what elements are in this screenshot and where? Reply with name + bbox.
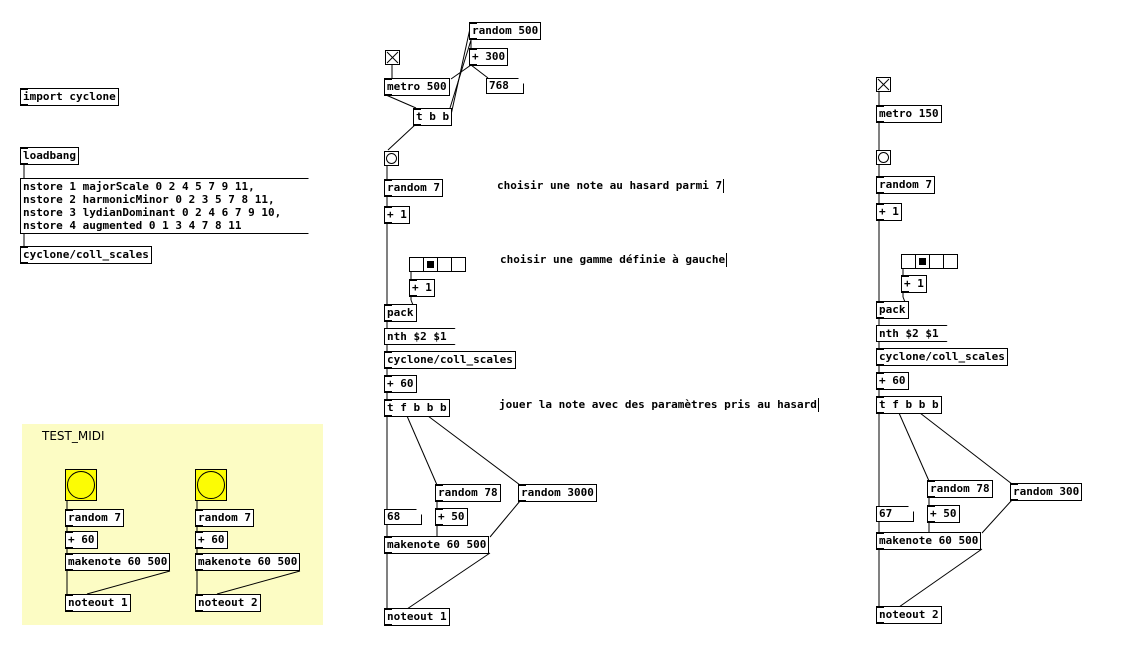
cord: [385, 94, 417, 109]
atom-68[interactable]: 68: [384, 509, 422, 525]
bang-circle-icon: [386, 153, 397, 164]
hradio-center[interactable]: [409, 257, 466, 272]
test-bang-1[interactable]: [65, 469, 97, 501]
trigger-bb-object[interactable]: t b b: [413, 108, 453, 126]
pack-object[interactable]: pack: [384, 304, 417, 322]
test-bang-2[interactable]: [195, 469, 227, 501]
cord: [427, 415, 521, 486]
coll-scales-right[interactable]: cyclone/coll_scales: [876, 348, 1008, 366]
test-noteout-1[interactable]: noteout 1: [65, 594, 131, 612]
cord: [981, 499, 1013, 534]
trigger-fbbb-right[interactable]: t f b b b: [876, 396, 942, 414]
random-300-right[interactable]: random 300: [1010, 483, 1083, 501]
bang-right[interactable]: [876, 150, 891, 165]
random-7-right[interactable]: random 7: [876, 176, 935, 194]
cord: [387, 123, 417, 151]
plus-60-right[interactable]: + 60: [876, 372, 909, 390]
plus-60-object[interactable]: + 60: [384, 375, 417, 393]
nstore-message-box[interactable]: nstore 1 majorScale 0 2 4 5 7 9 11, nsto…: [20, 178, 309, 234]
trigger-fbbb-object[interactable]: t f b b b: [384, 399, 450, 417]
random-500-object[interactable]: random 500: [469, 22, 542, 40]
comment-choose-scale: choisir une gamme définie à gauche: [500, 253, 728, 267]
radio-cell-selected[interactable]: [915, 254, 930, 269]
test-makenote-b[interactable]: makenote 60 500: [195, 553, 301, 571]
test-plus-60-a[interactable]: + 60: [65, 531, 98, 549]
loadbang-object[interactable]: loadbang: [20, 147, 79, 165]
radio-cell[interactable]: [943, 254, 958, 269]
makenote-object[interactable]: makenote 60 500: [384, 536, 490, 554]
noteout-2-object[interactable]: noteout 2: [876, 606, 942, 624]
toggle-x-icon: [877, 78, 890, 91]
radio-cell-selected[interactable]: [423, 257, 438, 272]
makenote-right[interactable]: makenote 60 500: [876, 532, 982, 550]
nth-message-box[interactable]: nth $2 $1: [384, 328, 456, 345]
metro-150-object[interactable]: metro 150: [876, 105, 942, 123]
comment-choose-note: choisir une note au hasard parmi 7: [497, 179, 725, 193]
cord: [489, 500, 521, 538]
toggle-x-icon: [386, 51, 399, 64]
coll-scales-center[interactable]: cyclone/coll_scales: [384, 351, 516, 369]
test-noteout-2[interactable]: noteout 2: [195, 594, 261, 612]
plus-1-object[interactable]: + 1: [384, 206, 410, 224]
cord: [919, 412, 1013, 485]
cord: [470, 64, 489, 79]
noteout-1-object[interactable]: noteout 1: [384, 608, 450, 626]
cord: [898, 548, 983, 608]
bang-circle-icon: [878, 152, 889, 163]
test-plus-60-b[interactable]: + 60: [195, 531, 228, 549]
random-3000-object[interactable]: random 3000: [518, 484, 597, 502]
random-78-object[interactable]: random 78: [435, 484, 501, 502]
cord: [86, 570, 171, 595]
radio-cell[interactable]: [437, 257, 452, 272]
bang-circle-icon: [67, 471, 95, 499]
plus-300-object[interactable]: + 300: [469, 48, 509, 66]
plus-1-right[interactable]: + 1: [876, 203, 902, 221]
atom-67[interactable]: 67: [876, 506, 914, 522]
plus-50-object[interactable]: + 50: [435, 508, 468, 526]
random-78-right[interactable]: random 78: [927, 480, 993, 498]
toggle-right[interactable]: [876, 77, 891, 92]
test-random-7-a[interactable]: random 7: [65, 509, 124, 527]
test-random-7-b[interactable]: random 7: [195, 509, 254, 527]
cord: [898, 412, 930, 482]
atom-768[interactable]: 768: [486, 78, 524, 94]
nth-message-right[interactable]: nth $2 $1: [876, 325, 948, 342]
random-7-object[interactable]: random 7: [384, 179, 443, 197]
radio-cell[interactable]: [451, 257, 466, 272]
radio-cell[interactable]: [409, 257, 424, 272]
toggle-center[interactable]: [385, 50, 400, 65]
plus-1-radio-right[interactable]: + 1: [901, 275, 927, 293]
test-midi-label: TEST_MIDI: [42, 429, 105, 443]
cord: [406, 415, 438, 486]
coll-scales-object[interactable]: cyclone/coll_scales: [20, 246, 152, 264]
plus-50-right[interactable]: + 50: [927, 505, 960, 523]
hradio-right[interactable]: [901, 254, 958, 269]
cord: [406, 552, 491, 610]
bang-circle-icon: [197, 471, 225, 499]
comment-play-note: jouer la note avec des paramètres pris a…: [499, 398, 819, 412]
radio-cell[interactable]: [929, 254, 944, 269]
plus-1-radio-object[interactable]: + 1: [409, 279, 435, 297]
pack-right[interactable]: pack: [876, 301, 909, 319]
bang-center[interactable]: [384, 151, 399, 166]
cord: [450, 64, 472, 80]
test-makenote-a[interactable]: makenote 60 500: [65, 553, 171, 571]
cord: [448, 23, 472, 125]
cord: [216, 570, 301, 595]
radio-cell[interactable]: [901, 254, 916, 269]
import-cyclone-object[interactable]: import cyclone: [20, 88, 119, 106]
metro-500-object[interactable]: metro 500: [384, 78, 450, 96]
